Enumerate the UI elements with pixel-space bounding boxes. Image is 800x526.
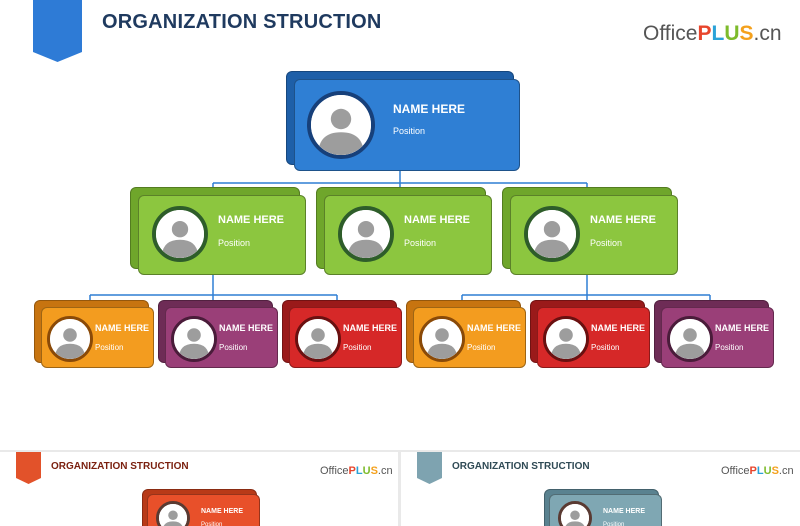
avatar-person-icon	[543, 316, 589, 362]
org-card-level3: NAME HERE Position	[406, 300, 526, 368]
card-body: NAME HERE Position	[41, 307, 154, 368]
officeplus-logo: OfficePLUS.cn	[643, 22, 782, 46]
slide-thumbnail-strip: ORGANIZATION STRUCTION OfficePLUS.cn NAM…	[0, 450, 800, 526]
card-body: NAME HERE Position	[537, 307, 650, 368]
card-body: NAME HERE Position	[661, 307, 774, 368]
bookmark-ribbon-icon	[16, 452, 41, 484]
card-body: NAME HERE Position	[510, 195, 678, 275]
officeplus-logo: OfficePLUS.cn	[320, 465, 393, 477]
avatar-person-icon	[667, 316, 713, 362]
member-position: Position	[393, 126, 426, 136]
logo-letter-l: L	[711, 22, 725, 45]
org-card-level2: NAME HERE Position	[130, 187, 306, 275]
avatar-person-icon	[152, 206, 208, 262]
member-position: Position	[95, 343, 124, 352]
member-name: NAME HERE	[201, 508, 244, 515]
org-card-level2: NAME HERE Position	[316, 187, 492, 275]
avatar-person-icon	[156, 501, 190, 526]
org-card-root: NAME HERE Position	[286, 71, 520, 171]
member-name: NAME HERE	[591, 323, 646, 333]
org-card-level3: NAME HERE Position	[34, 300, 154, 368]
member-position: Position	[591, 343, 620, 352]
member-name: NAME HERE	[467, 323, 522, 333]
avatar-person-icon	[419, 316, 465, 362]
card-body: NAME HERE Position	[549, 494, 662, 526]
member-name: NAME HERE	[715, 323, 770, 333]
avatar-person-icon	[338, 206, 394, 262]
card-body: NAME HERE Position	[324, 195, 492, 275]
card-body: NAME HERE Position	[294, 79, 520, 171]
slide-title: ORGANIZATION STRUCTION	[102, 11, 382, 33]
member-name: NAME HERE	[393, 102, 466, 116]
card-body: NAME HERE Position	[147, 494, 260, 526]
member-name: NAME HERE	[343, 323, 398, 333]
member-name: NAME HERE	[95, 323, 150, 333]
member-position: Position	[219, 343, 248, 352]
logo-letter-s: S	[739, 22, 754, 45]
org-card-level2: NAME HERE Position	[502, 187, 678, 275]
member-position: Position	[467, 343, 496, 352]
member-name: NAME HERE	[603, 508, 646, 515]
member-position: Position	[343, 343, 372, 352]
org-card-level3: NAME HERE Position	[530, 300, 650, 368]
card-body: NAME HERE Position	[138, 195, 306, 275]
avatar-person-icon	[558, 501, 592, 526]
logo-letter-u: U	[724, 22, 740, 45]
avatar-person-icon	[524, 206, 580, 262]
org-card-level3: NAME HERE Position	[158, 300, 278, 368]
member-name: NAME HERE	[590, 214, 657, 226]
card-body: NAME HERE Position	[165, 307, 278, 368]
bookmark-ribbon-icon	[33, 0, 82, 62]
avatar-person-icon	[47, 316, 93, 362]
avatar-person-icon	[171, 316, 217, 362]
bookmark-ribbon-icon	[417, 452, 442, 484]
thumbnail-title: ORGANIZATION STRUCTION	[452, 461, 590, 472]
org-card-level3: NAME HERE Position	[282, 300, 402, 368]
thumbnail-slide-1[interactable]: ORGANIZATION STRUCTION OfficePLUS.cn NAM…	[0, 452, 398, 526]
card-body: NAME HERE Position	[289, 307, 402, 368]
logo-letter-p: P	[697, 22, 712, 45]
member-position: Position	[218, 238, 251, 248]
member-position: Position	[201, 522, 223, 526]
member-position: Position	[590, 238, 623, 248]
member-name: NAME HERE	[218, 214, 285, 226]
thumbnail-org-card: NAME HERE Position	[142, 489, 260, 526]
thumbnail-org-card: NAME HERE Position	[544, 489, 662, 526]
officeplus-logo: OfficePLUS.cn	[721, 465, 794, 477]
member-position: Position	[603, 522, 625, 526]
thumbnail-slide-2[interactable]: ORGANIZATION STRUCTION OfficePLUS.cn NAM…	[401, 452, 800, 526]
member-name: NAME HERE	[219, 323, 274, 333]
org-card-level3: NAME HERE Position	[654, 300, 774, 368]
logo-domain-text: .cn	[753, 22, 782, 45]
thumbnail-title: ORGANIZATION STRUCTION	[51, 461, 189, 472]
card-body: NAME HERE Position	[413, 307, 526, 368]
slide-main: ORGANIZATION STRUCTION OfficePLUS.cn NAM…	[33, 0, 782, 368]
avatar-person-icon	[307, 91, 375, 159]
avatar-person-icon	[295, 316, 341, 362]
logo-office-text: Office	[643, 22, 698, 45]
member-position: Position	[715, 343, 744, 352]
member-name: NAME HERE	[404, 214, 471, 226]
member-position: Position	[404, 238, 437, 248]
